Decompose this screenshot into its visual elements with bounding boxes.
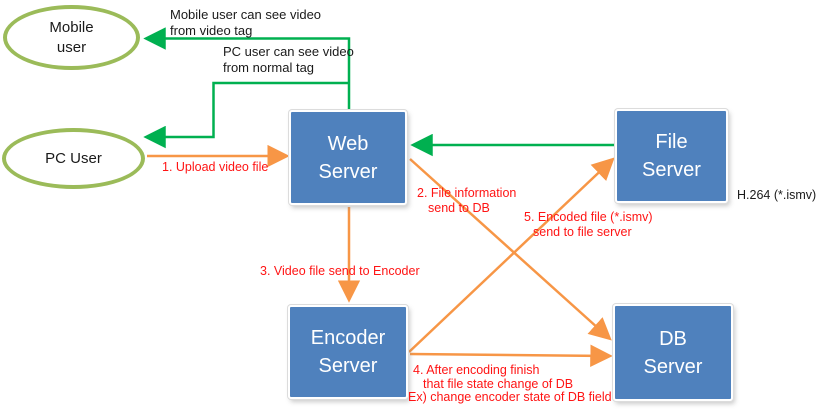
step5-line2: send to file server [533, 224, 632, 239]
note-mobile-line1: Mobile user can see video [170, 7, 322, 22]
step3-video-to-encoder-label: 3. Video file send to Encoder [260, 264, 420, 279]
db-server-box: DB Server [613, 304, 733, 401]
mobile-user-ellipse: Mobile user [3, 5, 140, 70]
step2-line2: send to DB [428, 200, 490, 215]
web-server-label-line1: Web [327, 132, 369, 155]
arrow-webserver-to-mobileuser [143, 27, 351, 110]
step1-line1: 1. Upload video file [162, 160, 269, 174]
note-pc-normal-tag: PC user can see video from normal tag [223, 44, 354, 75]
note-mobile-video-tag: Mobile user can see video from video tag [170, 7, 321, 38]
encoder-server-label-line2: Server [318, 355, 378, 377]
db-server-label-line1: DB [659, 327, 687, 350]
step4-line2: that file state change of DB [423, 376, 574, 391]
step4-line1: 4. After encoding finish [413, 363, 540, 377]
arrow-webserver-to-dbserver [409, 158, 612, 341]
step5-line1: 5. Encoded file (*.ismv) [524, 210, 653, 224]
mobile-user-label-line1: Mobile [49, 18, 94, 36]
step2-file-information-label: 2. File information send to DB [417, 186, 516, 215]
step4-after-encoding-label: 4. After encoding finish that file state… [408, 363, 612, 405]
encoder-server-box: Encoder Server [288, 305, 408, 399]
file-server-box: File Server [615, 109, 728, 203]
step4-line3: Ex) change encoder state of DB field [408, 390, 612, 404]
file-server-label-line1: File [655, 131, 688, 153]
pc-user-label: PC User [45, 149, 102, 167]
note-mobile-line2: from video tag [170, 22, 253, 38]
web-server-box: Web Server [289, 110, 407, 205]
arrow-encoder-to-fileserver [408, 157, 615, 353]
file-server-label-line2: Server [642, 159, 701, 181]
step1-upload-video-label: 1. Upload video file [162, 160, 268, 175]
arrow-encoder-to-dbserver [409, 344, 613, 368]
step2-line1: 2. File information [417, 186, 517, 200]
mobile-user-label-line2: user [56, 38, 87, 56]
pc-user-ellipse: PC User [2, 128, 145, 189]
h264-format-note: H.264 (*.ismv) [737, 188, 817, 202]
note-pc-line1: PC user can see video [223, 44, 354, 59]
web-server-label-line2: Server [318, 160, 378, 183]
note-pc-line2: from normal tag [223, 59, 315, 75]
step3-line1: 3. Video file send to Encoder [260, 264, 420, 278]
db-server-label-line2: Server [643, 355, 703, 378]
arrow-webserver-to-pcuser [143, 81, 349, 149]
step5-encoded-file-label: 5. Encoded file (*.ismv) send to file se… [524, 210, 653, 239]
encoder-server-label-line1: Encoder [310, 327, 386, 349]
